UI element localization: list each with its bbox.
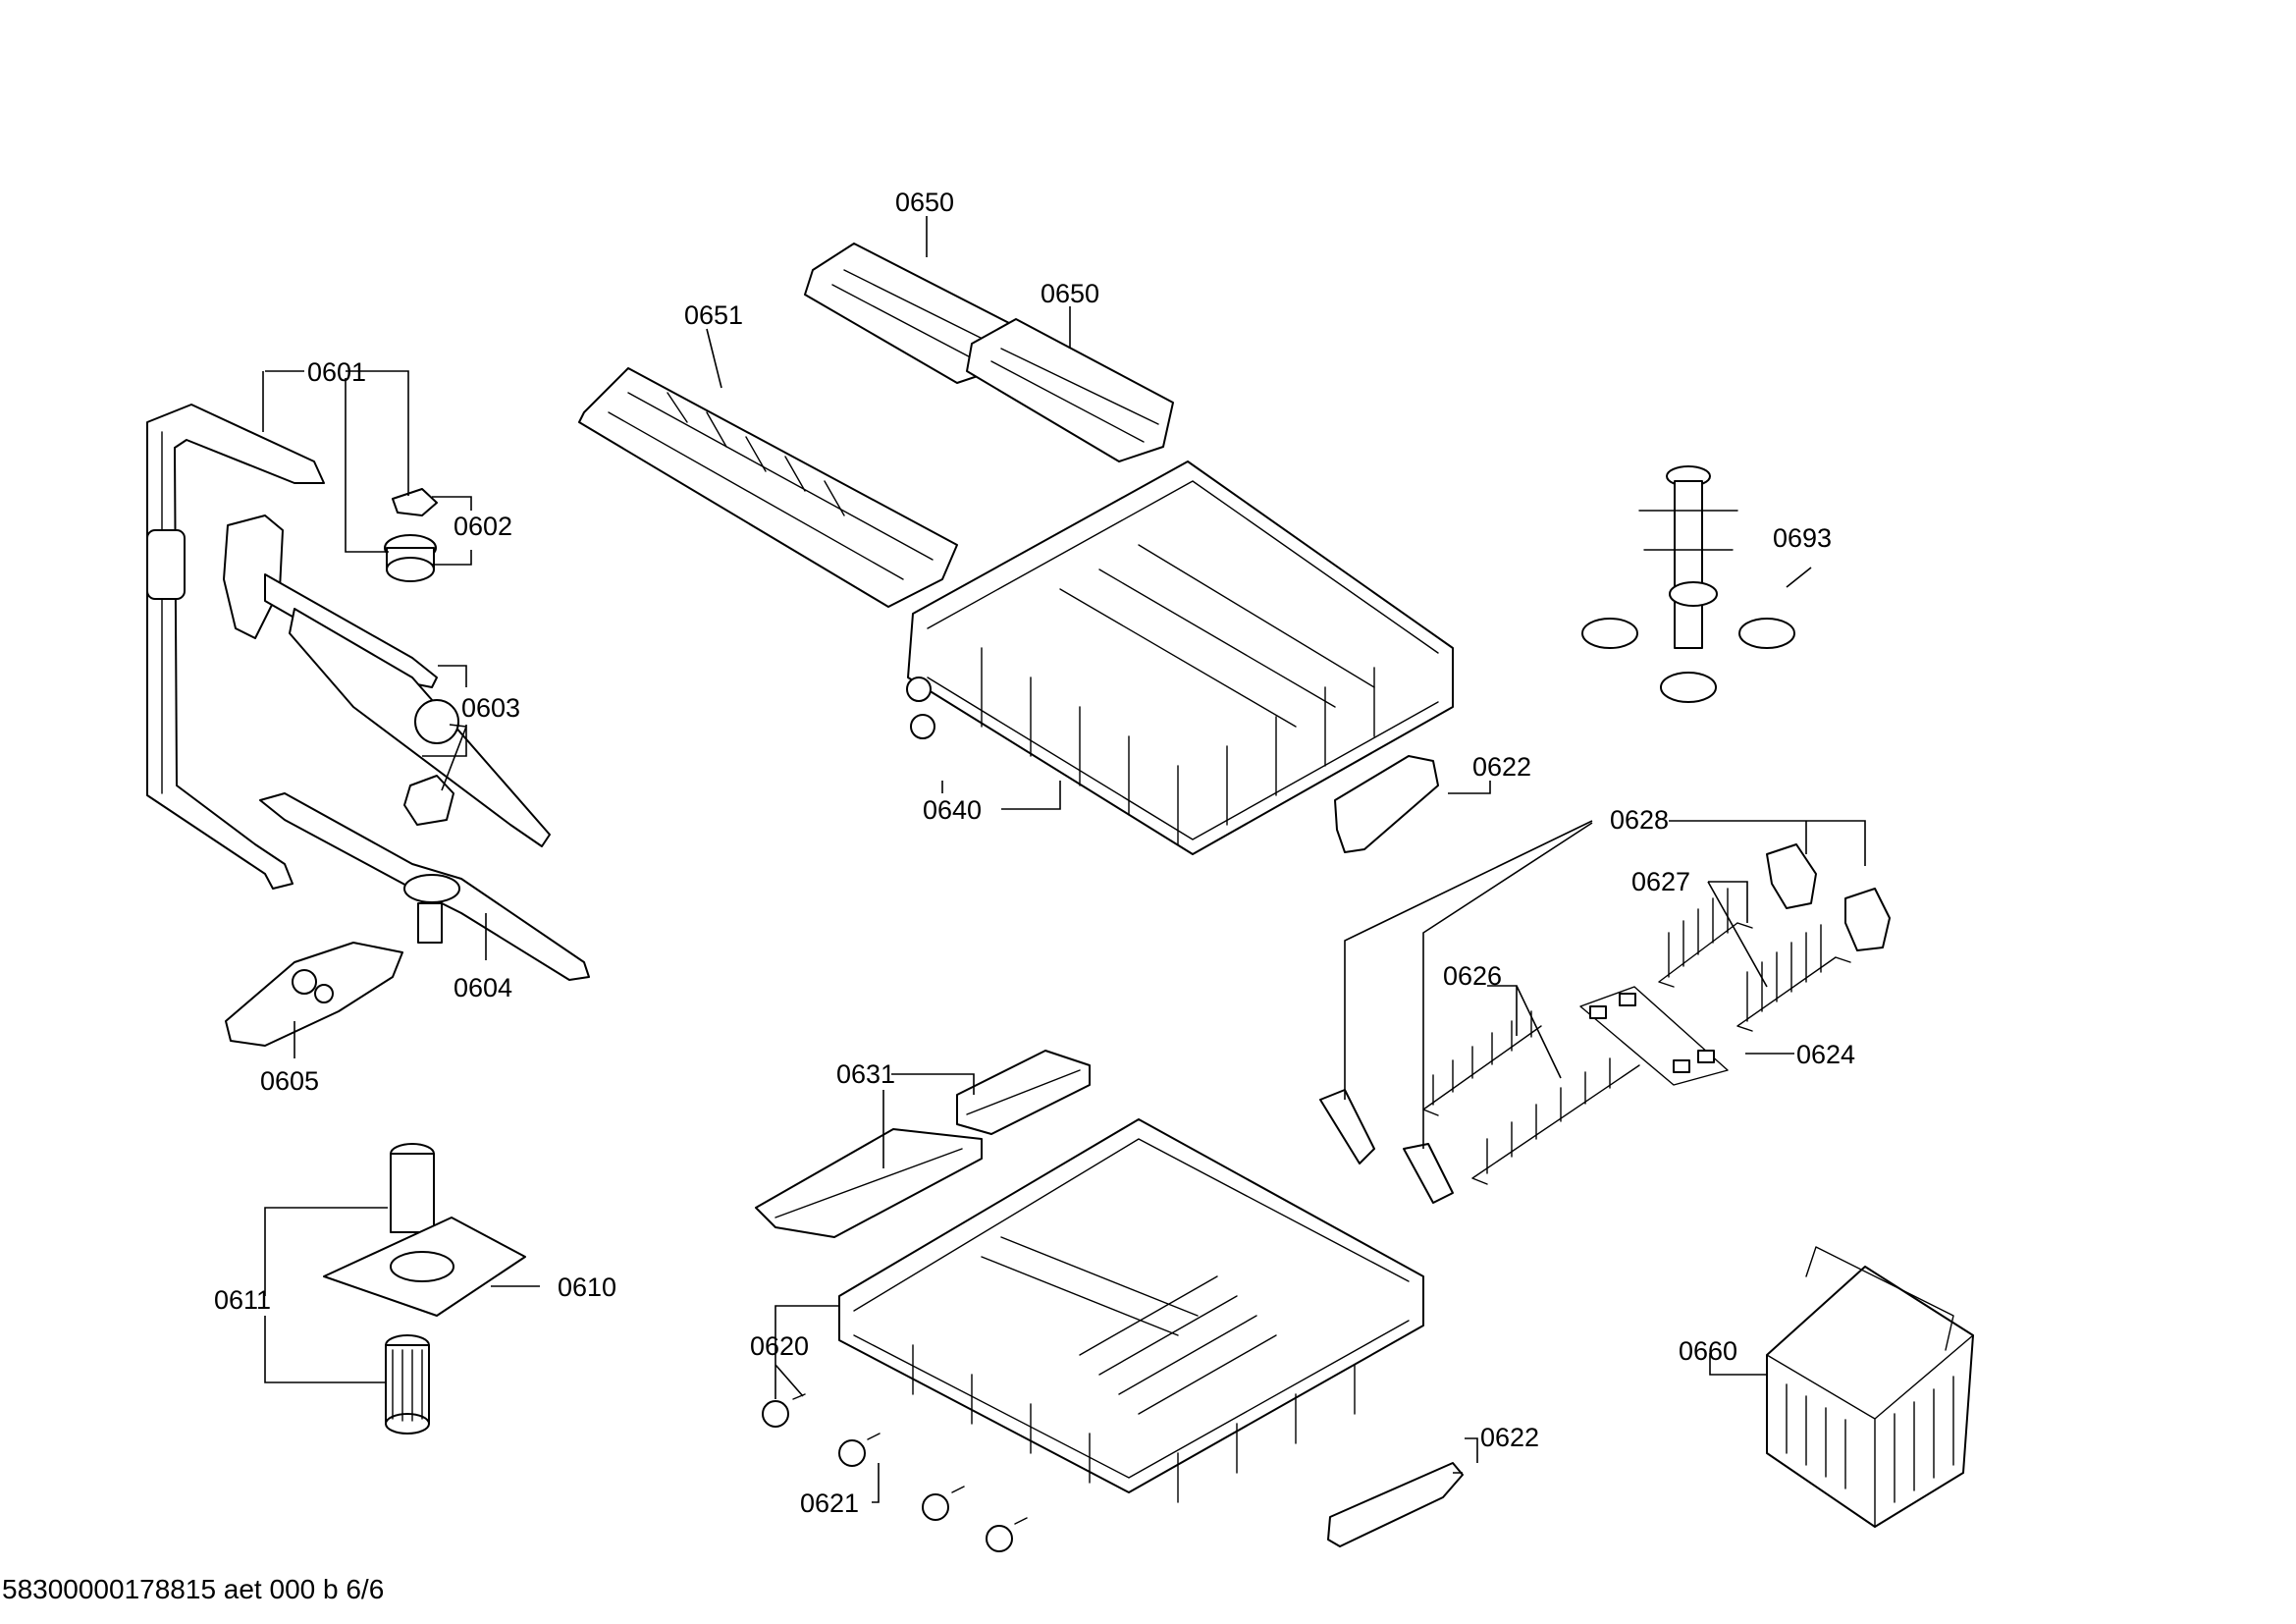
upper-rack-insert-parts xyxy=(804,243,1174,462)
callout-0650-left: 0650 xyxy=(895,188,954,217)
callout-0631: 0631 xyxy=(836,1059,895,1089)
callout-0626: 0626 xyxy=(1443,961,1502,991)
upper-basket-part xyxy=(906,460,1454,855)
callout-0610: 0610 xyxy=(558,1272,616,1302)
lower-basket-part xyxy=(838,1118,1424,1503)
callout-0601: 0601 xyxy=(307,357,366,387)
cutlery-tray-part xyxy=(578,367,958,608)
nozzle-parts xyxy=(384,488,438,582)
supply-pipe-part xyxy=(146,404,325,890)
callout-labels: 0601 0602 0603 0604 0605 0610 0611 0620 … xyxy=(214,188,1855,1518)
basket-wheel-parts xyxy=(762,1393,1028,1552)
cup-holder-part xyxy=(1581,465,1795,703)
folding-rack-parts-upper xyxy=(1658,888,1851,1032)
callout-0604: 0604 xyxy=(454,973,512,1002)
small-clip-parts xyxy=(1579,986,1729,1086)
leader-lines xyxy=(262,216,1866,1503)
sump-filter-parts xyxy=(323,1143,526,1435)
upper-spray-arm-part xyxy=(223,514,551,847)
callout-0624: 0624 xyxy=(1796,1040,1855,1069)
folding-rack-parts-lower xyxy=(1319,1010,1640,1204)
lower-rack-insert-parts xyxy=(755,1050,1091,1238)
lower-spray-arm-part xyxy=(259,792,590,981)
callout-0622-lower: 0622 xyxy=(1480,1423,1539,1452)
upper-handle-part xyxy=(1334,755,1439,853)
rack-clip-parts xyxy=(1766,843,1891,951)
callout-0640: 0640 xyxy=(923,795,982,825)
callout-0622-upper: 0622 xyxy=(1472,752,1531,782)
callout-0620: 0620 xyxy=(750,1331,809,1361)
callout-0627: 0627 xyxy=(1631,867,1690,896)
callout-0605: 0605 xyxy=(260,1066,319,1096)
callout-0611: 0611 xyxy=(214,1285,271,1315)
callout-0660: 0660 xyxy=(1679,1336,1737,1366)
document-id-footer: 58300000178815 aet 000 b 6/6 xyxy=(2,1574,384,1604)
callout-0628: 0628 xyxy=(1610,805,1669,835)
filter-plate-part xyxy=(225,942,403,1047)
callout-0621: 0621 xyxy=(800,1489,859,1518)
callout-0602: 0602 xyxy=(454,512,512,541)
callout-0651: 0651 xyxy=(684,300,743,330)
callout-0650-right: 0650 xyxy=(1041,279,1099,308)
lower-handle-part xyxy=(1327,1462,1464,1547)
cutlery-basket-part xyxy=(1766,1246,1974,1528)
callout-0603: 0603 xyxy=(461,693,520,723)
callout-0693: 0693 xyxy=(1773,523,1832,553)
